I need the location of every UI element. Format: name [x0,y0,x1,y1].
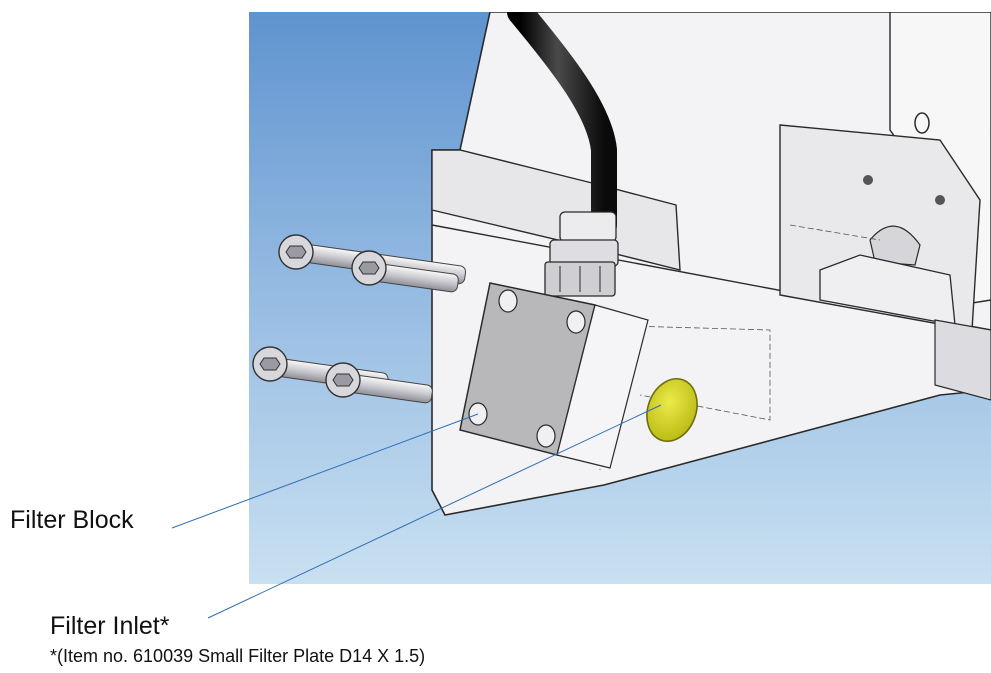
leader-line-filter-inlet [207,404,662,619]
bolt-upper-right [351,250,459,293]
filter-inlet-footnote: *(Item no. 610039 Small Filter Plate D14… [50,646,426,666]
housing-top-flange [431,149,681,271]
air-hose [507,12,617,238]
filter-block-label: Filter Block [10,506,134,534]
hose-fitting [544,211,619,297]
filter-inlet-disc [646,378,698,442]
leader-line-filter-block [171,413,479,529]
bolt-lower-right [325,362,433,404]
filter-inlet-label: Filter Inlet* [50,612,170,640]
